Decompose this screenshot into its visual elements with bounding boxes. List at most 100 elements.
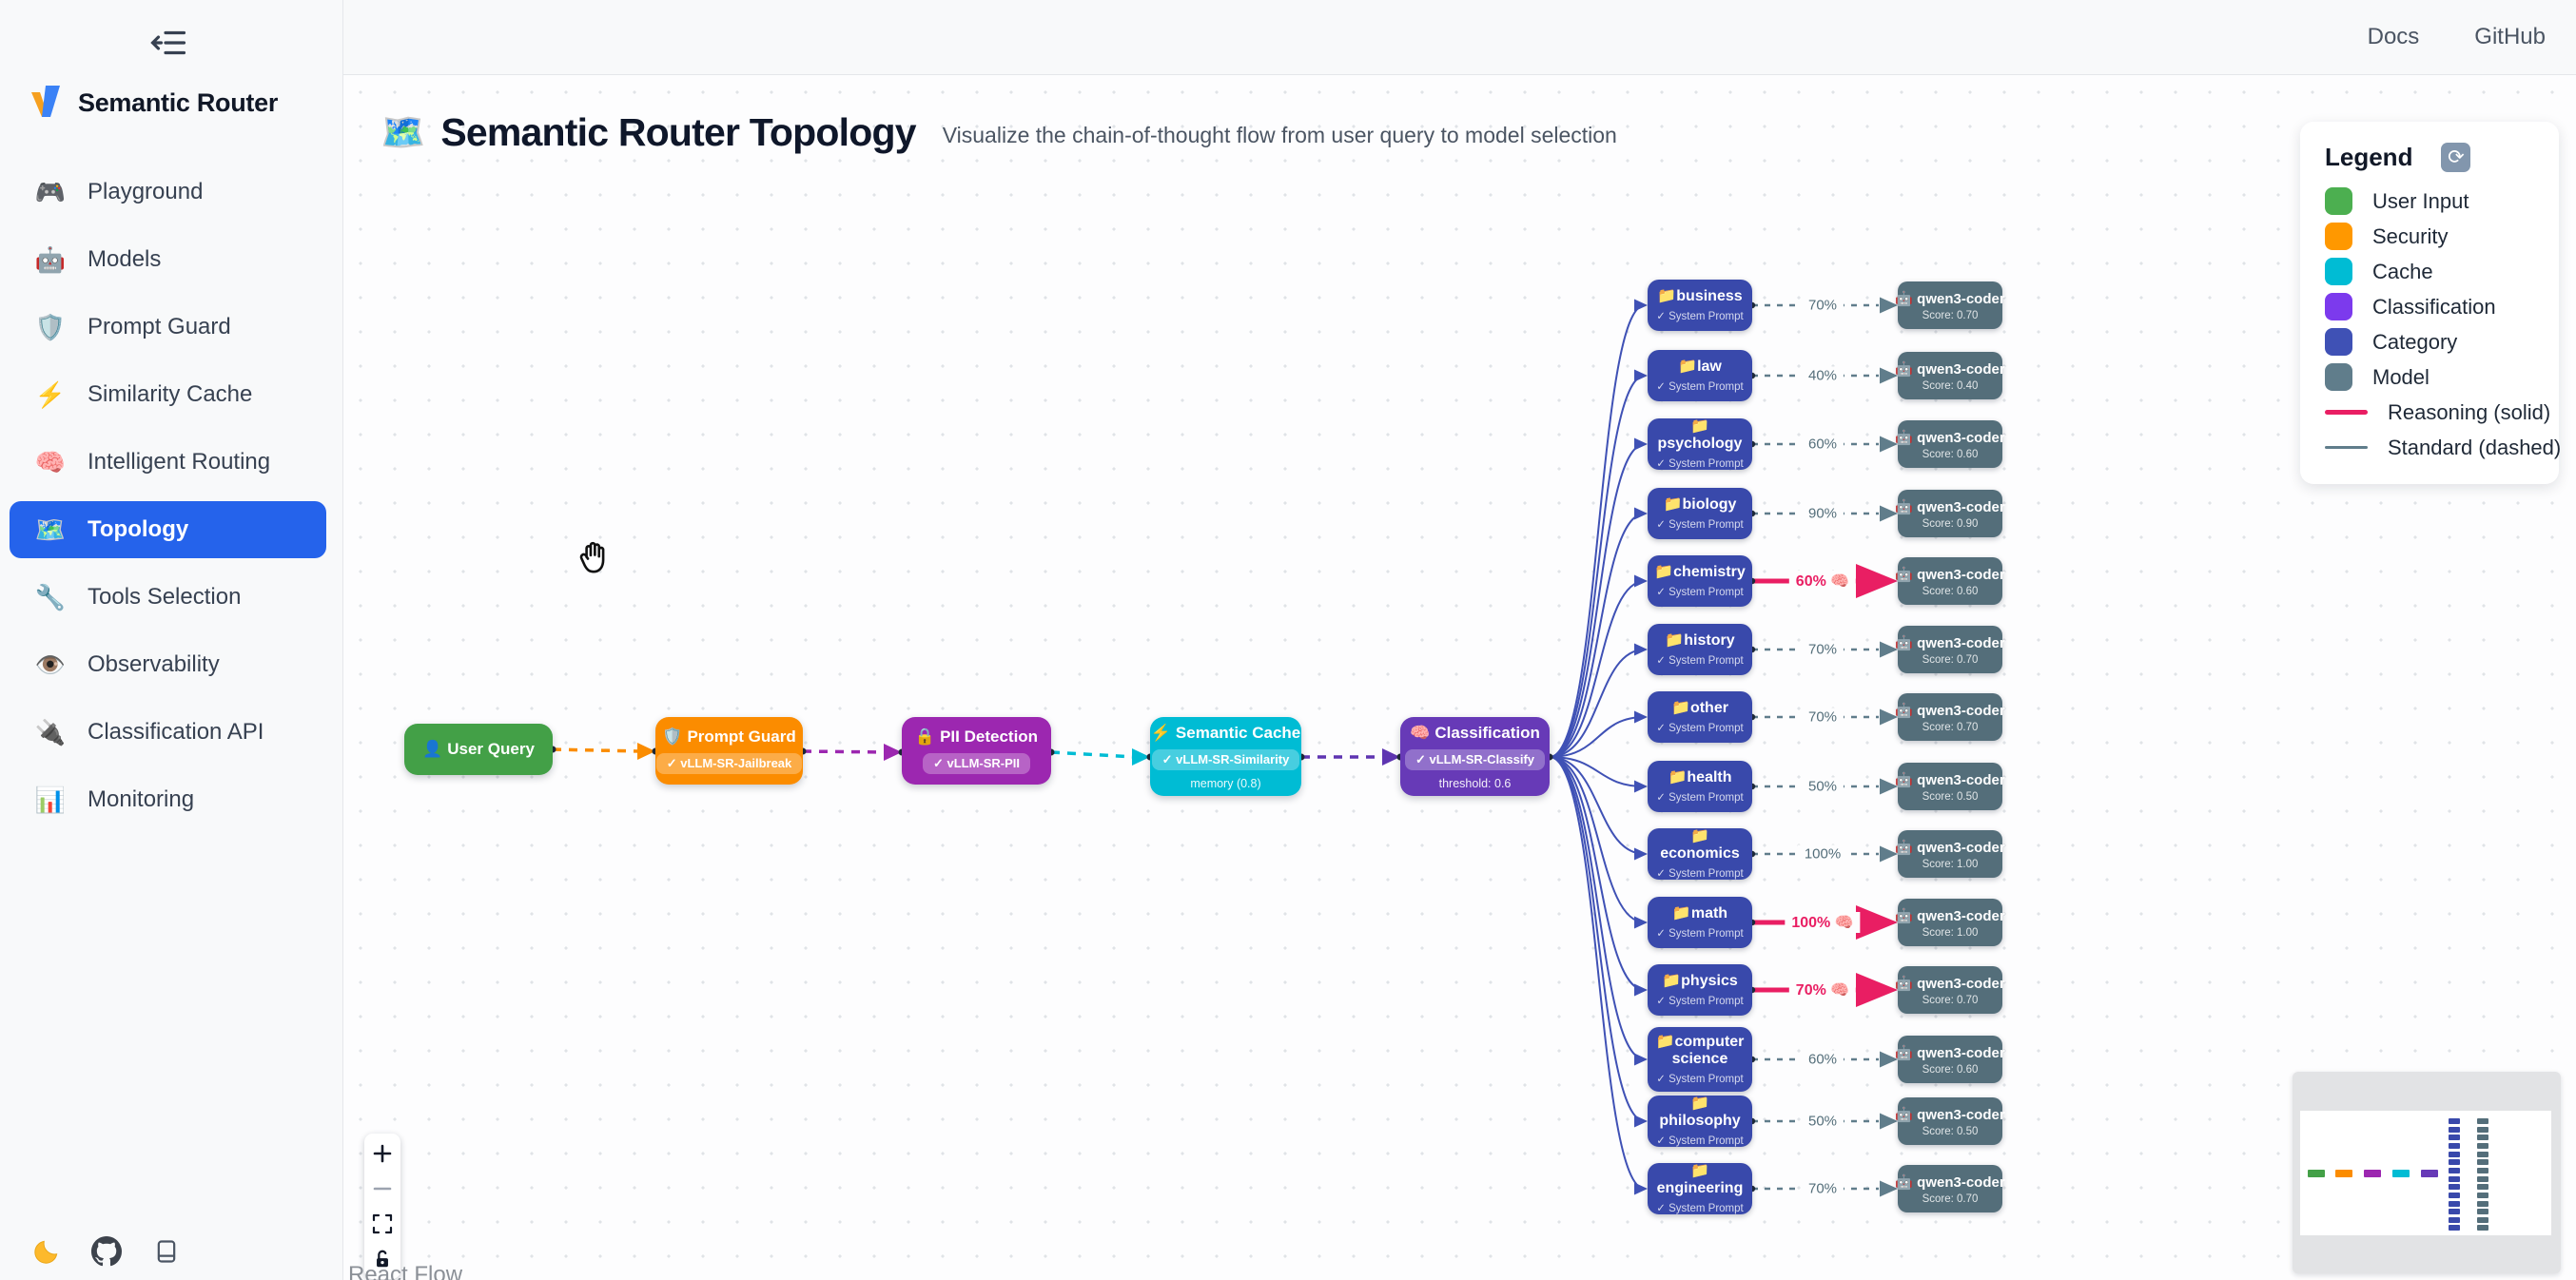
minimap-node [2477,1225,2488,1232]
model-score: Score: 1.00 [1922,926,1979,939]
refresh-icon[interactable]: ⟳ [2441,143,2471,172]
node-subtext: threshold: 0.6 [1438,776,1512,790]
model-name: 🤖 qwen3-coder [1895,1044,2005,1061]
category-node-history[interactable]: 📁history✓ System Prompt [1648,624,1752,675]
sidebar-item-label: Topology [88,516,189,542]
category-node-computer-science[interactable]: 📁computer science✓ System Prompt [1648,1027,1752,1092]
lock-button[interactable] [368,1246,397,1272]
sidebar-collapse-icon[interactable] [145,25,192,63]
minimap-node [2477,1151,2488,1157]
sidebar-item-tools-selection[interactable]: 🔧Tools Selection [10,569,326,626]
sidebar-item-topology[interactable]: 🗺️ Topology [10,501,326,558]
docs-link[interactable]: Docs [2367,24,2420,49]
minimap[interactable] [2293,1072,2561,1273]
docs-book-icon[interactable] [151,1236,182,1267]
sidebar-item-label: Classification API [88,719,264,745]
prompt-guard-node[interactable]: 🛡️ Prompt Guard ✓ vLLM-SR-Jailbreak [655,717,803,785]
category-node-business[interactable]: 📁business ✓ System Prompt [1648,280,1752,331]
model-score: Score: 0.60 [1922,585,1979,597]
model-name: 🤖 qwen3-coder [1895,771,2005,788]
legend-item-label: User Input [2372,188,2469,213]
sidebar-item-models[interactable]: 🤖Models [10,231,326,288]
model-name: 🤖 qwen3-coder [1895,1173,2005,1191]
classification-node[interactable]: 🧠 Classification ✓ vLLM-SR-Classify thre… [1400,717,1550,796]
sidebar-item-classification-api[interactable]: 🔌Classification API [10,704,326,761]
node-title: 🛡️ Prompt Guard [662,727,795,747]
category-node-law[interactable]: 📁law✓ System Prompt [1648,350,1752,401]
legend-swatch [2325,293,2352,320]
sidebar-item-monitoring[interactable]: 📊Monitoring [10,771,326,828]
node-title: ⚡ Semantic Cache [1151,724,1301,743]
github-link[interactable]: GitHub [2474,24,2546,49]
models-icon: 🤖 [34,244,67,274]
sidebar-item-observability[interactable]: 👁️ Observability [10,636,326,693]
flow-canvas[interactable] [343,75,2576,1280]
minimap-node [2477,1159,2488,1166]
minimap-node [2421,1170,2438,1177]
zoom-in-button[interactable] [368,1140,397,1167]
category-system-prompt: ✓ System Prompt [1656,928,1744,941]
minimap-node [2477,1142,2488,1149]
zoom-out-button[interactable] [368,1175,397,1202]
category-node-chemistry[interactable]: 📁chemistry✓ System Prompt [1648,555,1752,607]
react-flow-attribution[interactable]: React Flow [348,1262,463,1280]
legend-edge-reasoning-solid-: Reasoning (solid) [2325,398,2550,426]
category-node-health[interactable]: 📁health✓ System Prompt [1648,761,1752,812]
sidebar-item-prompt-guard[interactable]: 🛡️Prompt Guard [10,299,326,356]
category-node-psychology[interactable]: 📁psychology✓ System Prompt [1648,418,1752,470]
minimap-node [2449,1159,2460,1166]
category-node-other[interactable]: 📁other✓ System Prompt [1648,691,1752,743]
model-score: Score: 0.70 [1922,721,1979,733]
sidebar-item-intelligent-routing[interactable]: 🧠Intelligent Routing [10,434,326,491]
category-system-prompt: ✓ System Prompt [1656,311,1744,323]
legend-item-label: Classification [2372,294,2496,319]
category-node-physics[interactable]: 📁physics✓ System Prompt [1648,964,1752,1016]
model-score: Score: 0.40 [1922,379,1979,392]
shield-icon: 🛡️ [662,727,683,746]
legend-item-classification: Classification [2325,293,2534,320]
theme-moon-icon[interactable] [31,1236,62,1267]
category-system-prompt: ✓ System Prompt [1656,655,1744,668]
user-query-node[interactable]: 👤 User Query [404,724,553,775]
observability-icon: 👁️ [34,650,67,679]
category-node-philosophy[interactable]: 📁philosophy✓ System Prompt [1648,1096,1752,1147]
sidebar-item-playground[interactable]: 🎮Playground [10,164,326,221]
brand[interactable]: Semantic Router [27,82,278,125]
user-icon: 👤 [422,740,443,758]
category-name: 📁math [1671,904,1728,921]
fit-view-button[interactable] [368,1211,397,1237]
model-name: 🤖 qwen3-coder [1895,634,2005,651]
category-name: 📁business [1657,287,1743,304]
category-node-engineering[interactable]: 📁engineering✓ System Prompt [1648,1163,1752,1214]
category-node-economics[interactable]: 📁economics✓ System Prompt [1648,828,1752,880]
category-node-biology[interactable]: 📁biology✓ System Prompt [1648,488,1752,539]
pii-detection-node[interactable]: 🔒 PII Detection ✓ vLLM-SR-PII [902,717,1051,785]
sidebar-item-label: Observability [88,651,220,677]
category-node-math[interactable]: 📁math ✓ System Prompt [1648,897,1752,948]
github-icon[interactable] [91,1236,122,1267]
minimap-node [2449,1200,2460,1207]
topology-icon: 🗺️ [34,514,67,544]
semantic-cache-node[interactable]: ⚡ Semantic Cache ✓ vLLM-SR-Similarity me… [1150,717,1301,796]
sidebar-item-similarity-cache[interactable]: ⚡Similarity Cache [10,366,326,423]
model-badge: ✓ vLLM-SR-Classify [1404,748,1546,770]
category-name: 📁health [1668,768,1732,785]
model-score: Score: 0.50 [1922,1125,1979,1137]
tools-selection-icon: 🔧 [34,582,67,611]
category-name: 📁computer science [1655,1033,1745,1067]
model-name: 🤖 qwen3-coder [1895,360,2005,378]
